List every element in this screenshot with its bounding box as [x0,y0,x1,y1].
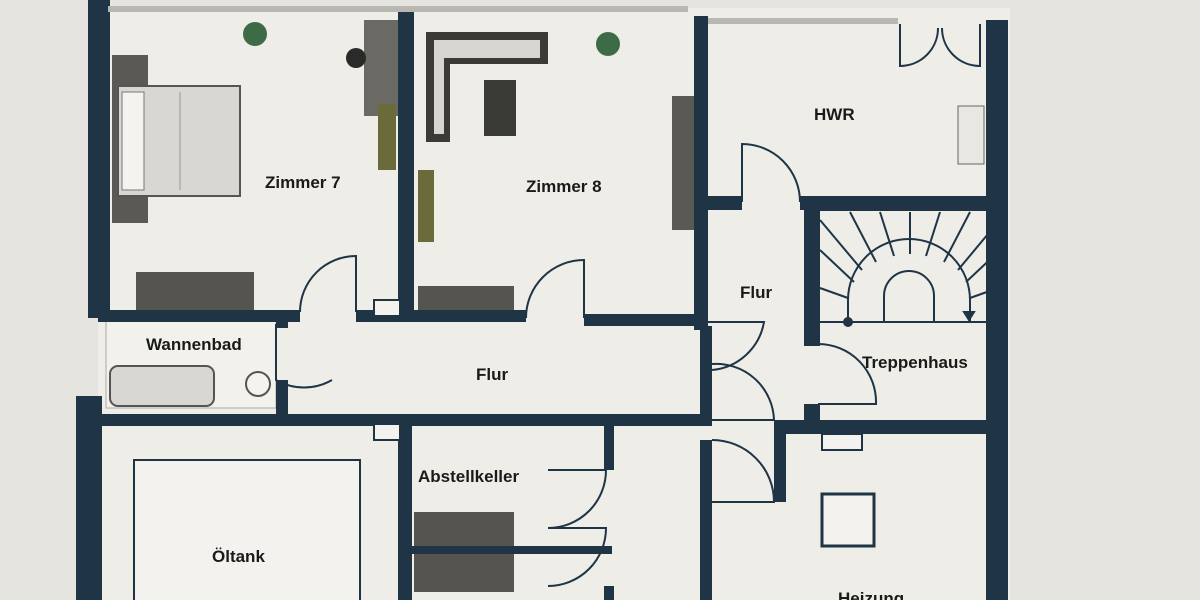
wall [276,380,288,414]
door-hwr-exterior-2 [941,24,981,68]
wall [98,310,300,322]
wall [98,414,712,426]
room-label-abstellkeller: Abstellkeller [418,467,519,486]
wall [986,20,1008,600]
plant-icon [243,22,620,56]
door-zimmer-8 [525,258,585,319]
walls [76,0,1008,600]
door-hwr [741,142,801,203]
desk-small-icon [418,170,434,242]
wall [412,546,612,554]
room-label-flur-upper: Flur [740,283,772,302]
wardrobe-icon [418,286,514,310]
wardrobe-icon [136,272,254,310]
wall [800,196,1000,210]
wall [804,404,820,420]
staircase-icon [817,209,1001,327]
wall [584,314,706,326]
room-label-heizung: Heizung [838,589,904,600]
sofa-icon [426,32,548,142]
door-zimmer-7 [299,254,357,313]
wall [774,420,786,502]
room-label-treppenhaus: Treppenhaus [862,353,968,372]
room-label-oeltank: Öltank [212,547,265,566]
shelf-icon [672,96,694,230]
room-label-zimmer-8: Zimmer 8 [526,177,602,196]
wall [398,12,414,314]
wall [700,326,712,424]
desk-icon [346,20,398,170]
wall [708,196,742,210]
furniture-layer [105,20,985,600]
door-hwr-exterior [899,24,939,68]
window-band [708,18,898,24]
door-treppenhaus [817,343,878,405]
boiler-icon [820,492,876,548]
room-labels: Zimmer 7 Zimmer 8 HWR Flur Wannenbad Flu… [146,105,968,600]
wall [700,440,712,600]
wall [88,0,110,318]
bed-icon [112,55,241,223]
room-label-hwr: HWR [814,105,855,124]
wall [604,586,614,600]
appliance-icon [957,105,985,165]
toilet-icon [245,371,271,397]
window-band [108,6,688,12]
wall [804,206,820,346]
wall [398,426,412,600]
wall [276,318,288,328]
wall [604,426,614,470]
door-abstellkeller [547,469,608,529]
coffee-table-icon [484,80,516,136]
door-flur [706,321,766,371]
room-label-zimmer-7: Zimmer 7 [265,173,341,192]
room-label-flur-main: Flur [476,365,508,384]
door-abstellkeller-2 [547,527,608,587]
wall [76,396,102,600]
wall [774,420,1004,434]
room-label-wannenbad: Wannenbad [146,335,242,354]
oeltank-box [133,459,361,600]
door-heizung [711,439,776,503]
door-flur-lower [711,362,776,421]
bathtub-icon [109,365,215,407]
wall [694,16,708,330]
vent-markers [373,299,863,451]
